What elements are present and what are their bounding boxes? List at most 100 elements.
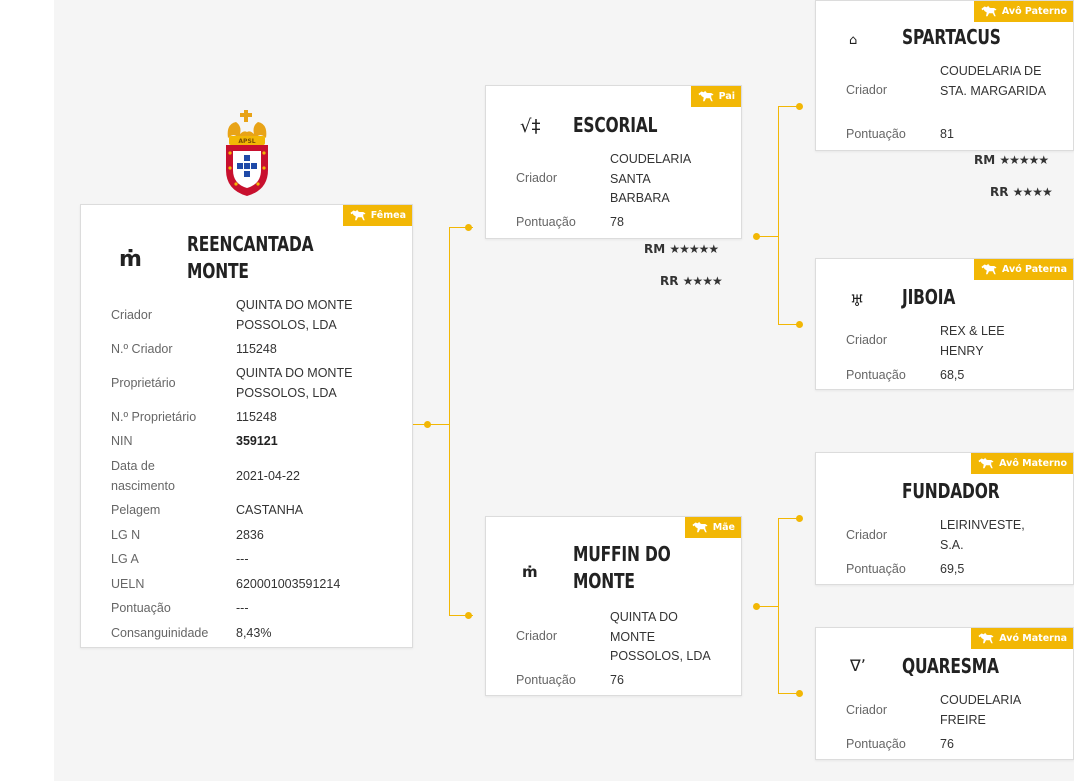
field-label: LG A — [111, 552, 139, 566]
field-label: Proprietário — [111, 376, 176, 390]
connector-dot — [796, 321, 803, 328]
connector-dot — [796, 515, 803, 522]
field-label: Criador — [846, 528, 887, 542]
star-icons: ★★★★ — [682, 274, 723, 288]
field-value: LEIRINVESTE, S.A. — [940, 518, 1025, 552]
connector-dot — [465, 224, 472, 231]
connector-line — [778, 693, 802, 694]
horse-icon — [691, 521, 709, 533]
maternal-granddam-card[interactable]: Avó Materna ∇ʼ QUARESMA Criador COUDELAR… — [815, 627, 1074, 760]
field-value: --- — [236, 552, 249, 566]
field-label: Criador — [516, 171, 557, 185]
field-label: N.º Proprietário — [111, 410, 197, 424]
grandsire-name: SPARTACUS — [902, 25, 1001, 49]
field-value: 68,5 — [940, 368, 965, 382]
sire-card[interactable]: Pai √‡ ESCORIAL Criador COUDELARIA SANTA… — [485, 85, 742, 239]
rr-rating: RR ★★★★ — [660, 274, 723, 288]
paternal-grandsire-card[interactable]: Avô Paterno ⌂ SPARTACUS Criador COUDELAR… — [815, 0, 1074, 151]
star-icons: ★★★★★ — [999, 153, 1049, 167]
field-value: 76 — [940, 737, 954, 751]
horse-icon — [980, 263, 998, 275]
breeder-mark-icon: ṁ — [119, 247, 142, 272]
field-label: Data de nascimento — [111, 459, 175, 493]
connector-line — [778, 106, 779, 324]
field-value: QUINTA DO MONTE POSSOLOS, LDA — [236, 298, 353, 332]
badge-avo-materno: Avô Materno — [971, 453, 1073, 474]
field-value: 620001003591214 — [236, 577, 341, 591]
badge-femea: Fêmea — [342, 205, 412, 226]
breeder-mark-icon: ṁ — [522, 563, 538, 581]
field-value: QUINTA DO MONTE POSSOLOS, LDA — [610, 610, 711, 663]
field-value: 115248 — [236, 342, 277, 356]
field-label: Pontuação — [846, 368, 906, 382]
field-value: 2021-04-22 — [236, 469, 300, 483]
field-value: 8,43% — [236, 626, 272, 640]
field-value: REX & LEE HENRY — [940, 324, 1005, 358]
field-value: 78 — [610, 215, 624, 229]
badge-pai: Pai — [690, 86, 741, 107]
connector-line — [778, 106, 802, 107]
field-label: Pontuação — [516, 215, 576, 229]
connector-line — [757, 236, 779, 237]
badge-avo-materna: Avó Materna — [971, 628, 1073, 649]
field-value: --- — [236, 601, 249, 615]
connector-line — [778, 324, 802, 325]
field-value: QUINTA DO MONTE POSSOLOS, LDA — [236, 366, 353, 400]
sire-name: ESCORIAL — [573, 113, 658, 137]
horse-icon — [977, 457, 995, 469]
field-label: NIN — [111, 434, 133, 448]
connector-dot — [796, 103, 803, 110]
connector-line — [413, 424, 450, 425]
crest-text: APSL — [238, 138, 255, 145]
field-value: COUDELARIA FREIRE — [940, 693, 1021, 727]
granddam-name: QUARESMA — [902, 654, 999, 678]
field-label: UELN — [111, 577, 145, 591]
horse-icon — [349, 209, 367, 221]
field-label: LG N — [111, 528, 141, 542]
connector-line — [778, 518, 802, 519]
connector-line — [449, 227, 450, 615]
connector-dot — [796, 690, 803, 697]
horse-icon — [697, 90, 715, 102]
field-label: Criador — [111, 308, 152, 322]
field-label: Criador — [846, 333, 887, 347]
field-label: Pontuação — [846, 737, 906, 751]
horse-icon — [980, 5, 998, 17]
badge-avo-paterno: Avô Paterno — [973, 1, 1073, 22]
rr-rating: RR ★★★★ — [990, 185, 1053, 199]
field-value: 69,5 — [940, 562, 965, 576]
badge-mae: Mãe — [684, 517, 741, 538]
granddam-name: JIBOIA — [902, 285, 956, 309]
field-value: COUDELARIA DE STA. MARGARIDA — [940, 64, 1047, 98]
rm-rating: RM ★★★★★ — [644, 242, 719, 256]
connector-line — [757, 606, 779, 607]
grandsire-name: FUNDADOR — [902, 479, 1000, 503]
connector-dot — [465, 612, 472, 619]
field-value: 115248 — [236, 410, 277, 424]
field-label: Pontuação — [846, 127, 906, 141]
horse-icon — [977, 632, 995, 644]
rm-rating: RM ★★★★★ — [974, 153, 1049, 167]
field-value: 2836 — [236, 528, 264, 542]
maternal-grandsire-card[interactable]: Avô Materno FUNDADOR Criador LEIRINVESTE… — [815, 452, 1074, 585]
star-icons: ★★★★ — [1012, 185, 1053, 199]
apsl-crest-logo: APSL — [220, 108, 274, 198]
field-value: CASTANHA — [236, 503, 304, 517]
field-label: Criador — [846, 83, 887, 97]
field-label: Pelagem — [111, 503, 161, 517]
connector-dot — [753, 603, 760, 610]
connector-dot — [753, 233, 760, 240]
connector-line — [449, 227, 473, 228]
field-label: Pontuação — [516, 673, 576, 687]
field-label: Pontuação — [111, 601, 171, 615]
field-label: Consanguinidade — [111, 626, 209, 640]
paternal-granddam-card[interactable]: Avó Paterna ♅ JIBOIA Criador REX & LEE H… — [815, 258, 1074, 390]
field-value: COUDELARIA SANTA BARBARA — [610, 152, 691, 205]
badge-avo-paterna: Avó Paterna — [973, 259, 1073, 280]
field-value: 76 — [610, 673, 624, 687]
breeder-mark-icon: √‡ — [520, 116, 541, 137]
